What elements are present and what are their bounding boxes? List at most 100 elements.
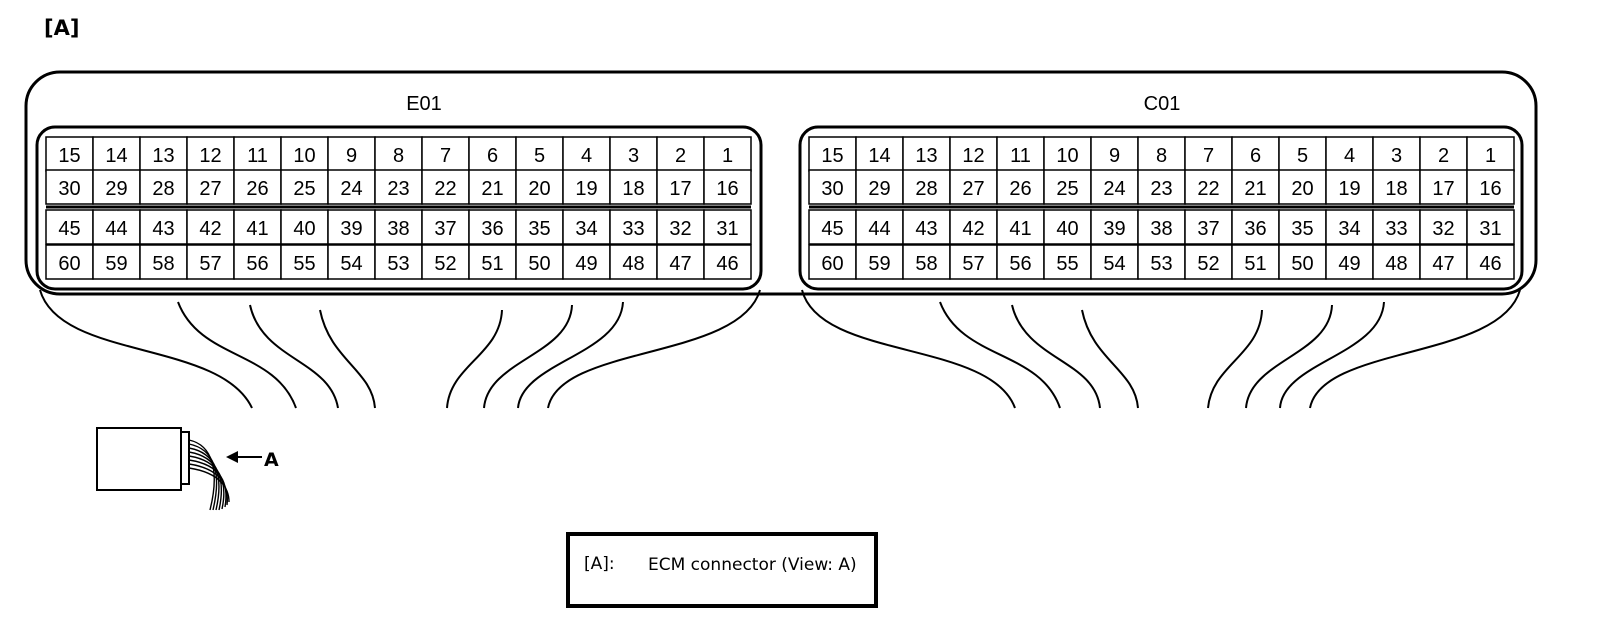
wire-harness xyxy=(39,289,1521,409)
legend-box: [A]: ECM connector (View: A) xyxy=(566,532,878,608)
pin-label-c01-39: 39 xyxy=(1103,218,1125,240)
pin-label-e01-16: 16 xyxy=(716,178,738,200)
pin-label-e01-19: 19 xyxy=(575,178,597,200)
pin-cell-c01-27 xyxy=(949,169,998,205)
pin-label-e01-10: 10 xyxy=(293,145,315,167)
pin-label-c01-13: 13 xyxy=(915,145,937,167)
pin-label-c01-5: 5 xyxy=(1297,145,1308,167)
pin-cell-c01-26 xyxy=(996,169,1045,205)
pin-label-c01-56: 56 xyxy=(1009,253,1031,275)
pin-label-c01-35: 35 xyxy=(1291,218,1313,240)
pin-label-c01-60: 60 xyxy=(821,253,843,275)
pin-label-c01-57: 57 xyxy=(962,253,984,275)
pin-label-c01-22: 22 xyxy=(1197,178,1219,200)
pin-label-c01-50: 50 xyxy=(1291,253,1313,275)
pin-cell-e01-28 xyxy=(139,169,188,205)
pin-label-c01-32: 32 xyxy=(1432,218,1454,240)
pin-label-e01-45: 45 xyxy=(58,218,80,240)
pin-label-e01-52: 52 xyxy=(434,253,456,275)
pin-label-e01-49: 49 xyxy=(575,253,597,275)
pin-cell-e01-58 xyxy=(139,244,188,280)
pin-label-e01-34: 34 xyxy=(575,218,597,240)
pin-label-c01-40: 40 xyxy=(1056,218,1078,240)
pin-label-e01-59: 59 xyxy=(105,253,127,275)
pin-label-e01-2: 2 xyxy=(675,145,686,167)
pin-cell-c01-51 xyxy=(1231,244,1280,280)
pin-label-c01-19: 19 xyxy=(1338,178,1360,200)
pin-cell-c01-49 xyxy=(1325,244,1374,280)
pin-label-c01-12: 12 xyxy=(962,145,984,167)
pin-cell-e01-19 xyxy=(562,169,611,205)
pin-cell-e01-16 xyxy=(703,169,752,205)
pin-label-c01-23: 23 xyxy=(1150,178,1172,200)
pin-cell-c01-39 xyxy=(1090,209,1139,245)
pin-label-e01-23: 23 xyxy=(387,178,409,200)
pin-cell-e01-12 xyxy=(186,136,235,172)
pin-cell-c01-47 xyxy=(1419,244,1468,280)
pin-cell-e01-20 xyxy=(515,169,564,205)
pin-label-e01-20: 20 xyxy=(528,178,550,200)
pin-label-e01-29: 29 xyxy=(105,178,127,200)
pin-cell-c01-42 xyxy=(949,209,998,245)
pin-label-e01-56: 56 xyxy=(246,253,268,275)
pin-label-e01-22: 22 xyxy=(434,178,456,200)
pin-label-e01-53: 53 xyxy=(387,253,409,275)
pin-cell-e01-48 xyxy=(609,244,658,280)
pin-label-c01-30: 30 xyxy=(821,178,843,200)
pin-label-e01-6: 6 xyxy=(487,145,498,167)
pin-cell-c01-55 xyxy=(1043,244,1092,280)
pin-cell-c01-30 xyxy=(808,169,857,205)
legend-key: [A]: xyxy=(584,554,615,574)
connector-e01-label: E01 xyxy=(406,93,442,115)
pin-cell-c01-4 xyxy=(1325,136,1374,172)
pin-label-c01-20: 20 xyxy=(1291,178,1313,200)
pin-cell-c01-57 xyxy=(949,244,998,280)
pin-label-c01-38: 38 xyxy=(1150,218,1172,240)
pin-cell-c01-54 xyxy=(1090,244,1139,280)
pin-cell-c01-45 xyxy=(808,209,857,245)
pin-label-c01-58: 58 xyxy=(915,253,937,275)
pin-label-c01-54: 54 xyxy=(1103,253,1125,275)
pin-label-e01-54: 54 xyxy=(340,253,362,275)
pin-label-c01-6: 6 xyxy=(1250,145,1261,167)
pin-label-c01-21: 21 xyxy=(1244,178,1266,200)
pin-cell-c01-20 xyxy=(1278,169,1327,205)
pin-label-e01-48: 48 xyxy=(622,253,644,275)
pin-label-e01-35: 35 xyxy=(528,218,550,240)
pin-label-e01-5: 5 xyxy=(534,145,545,167)
pin-cell-c01-52 xyxy=(1184,244,1233,280)
pin-label-e01-9: 9 xyxy=(346,145,357,167)
pin-cell-e01-35 xyxy=(515,209,564,245)
pin-cell-e01-40 xyxy=(280,209,329,245)
pin-cell-c01-43 xyxy=(902,209,951,245)
pin-cell-c01-28 xyxy=(902,169,951,205)
pin-cell-c01-40 xyxy=(1043,209,1092,245)
pin-label-e01-41: 41 xyxy=(246,218,268,240)
pin-cell-e01-59 xyxy=(92,244,141,280)
pin-label-e01-17: 17 xyxy=(669,178,691,200)
pin-cell-e01-38 xyxy=(374,209,423,245)
connector-c01-outline xyxy=(798,125,1524,291)
pin-cell-c01-18 xyxy=(1372,169,1421,205)
pin-cell-c01-32 xyxy=(1419,209,1468,245)
pin-cell-c01-50 xyxy=(1278,244,1327,280)
pin-cell-e01-42 xyxy=(186,209,235,245)
pin-label-c01-27: 27 xyxy=(962,178,984,200)
pin-label-e01-4: 4 xyxy=(581,145,592,167)
pin-label-c01-17: 17 xyxy=(1432,178,1454,200)
pin-cell-c01-44 xyxy=(855,209,904,245)
pin-label-e01-11: 11 xyxy=(247,145,268,167)
pin-label-c01-11: 11 xyxy=(1010,145,1031,167)
pin-label-c01-26: 26 xyxy=(1009,178,1031,200)
pin-label-e01-33: 33 xyxy=(622,218,644,240)
pin-label-c01-36: 36 xyxy=(1244,218,1266,240)
pin-label-c01-46: 46 xyxy=(1479,253,1501,275)
pin-label-c01-42: 42 xyxy=(962,218,984,240)
pin-label-c01-9: 9 xyxy=(1109,145,1120,167)
pin-label-e01-1: 1 xyxy=(722,145,733,167)
pin-cell-c01-46 xyxy=(1466,244,1515,280)
pin-cell-c01-41 xyxy=(996,209,1045,245)
page-title: [A] xyxy=(44,16,80,40)
pin-cell-c01-25 xyxy=(1043,169,1092,205)
